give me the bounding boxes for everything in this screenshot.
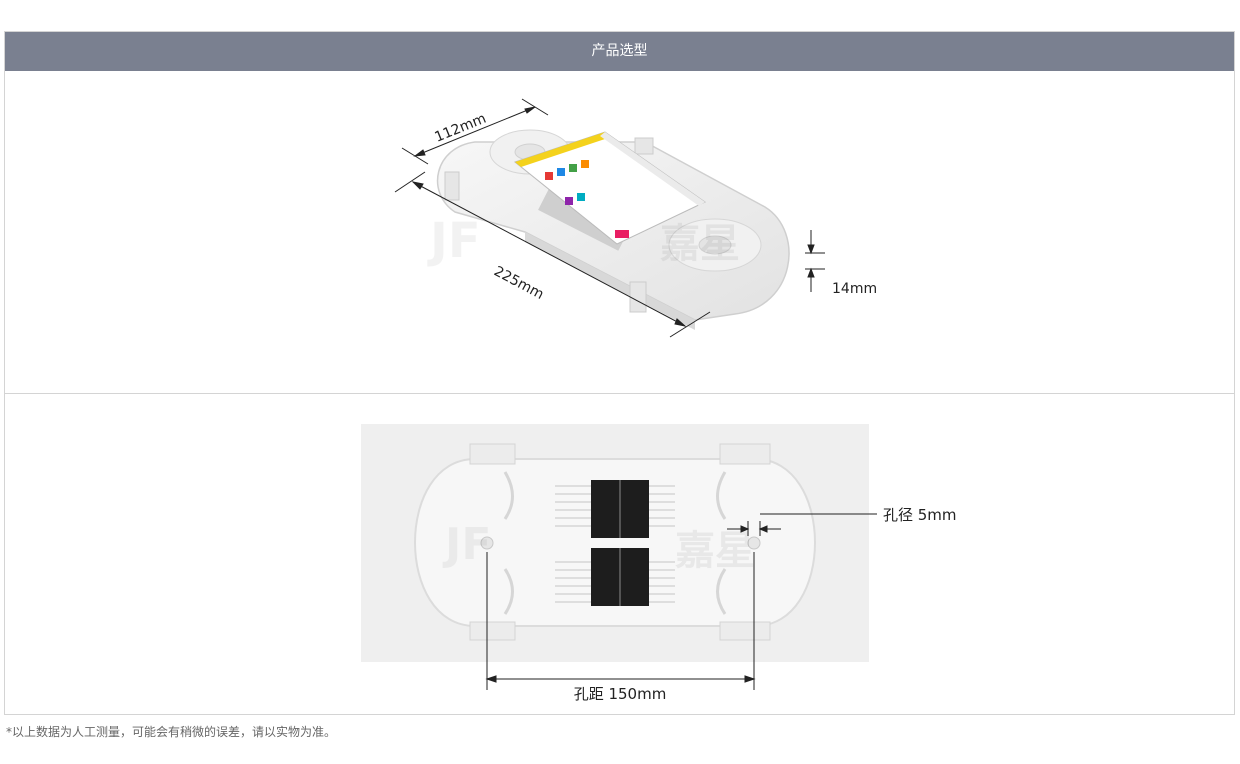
label-card — [513, 131, 706, 245]
splice-tray-topview-photo: JF 嘉星 — [414, 443, 816, 641]
hole-spacing-label: 孔距 150mm — [574, 685, 667, 703]
svg-text:JF: JF — [442, 519, 491, 570]
hole-diameter-dimension — [727, 513, 877, 536]
bottom-view-section: JF 嘉星 孔径 5mm 孔距 150mm — [5, 394, 1234, 715]
panel-title: 产品选型 — [591, 43, 648, 59]
width-dimension — [401, 98, 549, 165]
svg-text:JF: JF — [427, 213, 481, 269]
splice-tray-photo: JF 嘉星 — [427, 129, 790, 330]
section-divider — [5, 393, 1234, 394]
length-label: 225mm — [491, 263, 546, 302]
product-selection-panel: 产品选型 — [4, 31, 1235, 715]
hole-diameter-label: 孔径 5mm — [883, 506, 957, 524]
height-dimension — [805, 230, 825, 292]
height-label: 14mm — [832, 281, 877, 297]
measurement-disclaimer: *以上数据为人工测量，可能会有稍微的误差，请以实物为准。 — [6, 725, 337, 739]
top-view-section: JF 嘉星 112mm 225mm — [5, 72, 1234, 393]
watermark-text: 嘉星 — [675, 528, 755, 574]
length-dimension — [394, 171, 711, 338]
hole-spacing-dimension — [485, 552, 756, 690]
watermark-text: 嘉星 — [660, 221, 740, 267]
tray-top-down-illustration: JF 嘉星 孔径 5mm 孔距 150mm — [361, 424, 957, 703]
panel-header: 产品选型 — [5, 32, 1234, 71]
tray-isometric-illustration: JF 嘉星 112mm 225mm — [394, 98, 877, 338]
width-label: 112mm — [433, 111, 489, 146]
